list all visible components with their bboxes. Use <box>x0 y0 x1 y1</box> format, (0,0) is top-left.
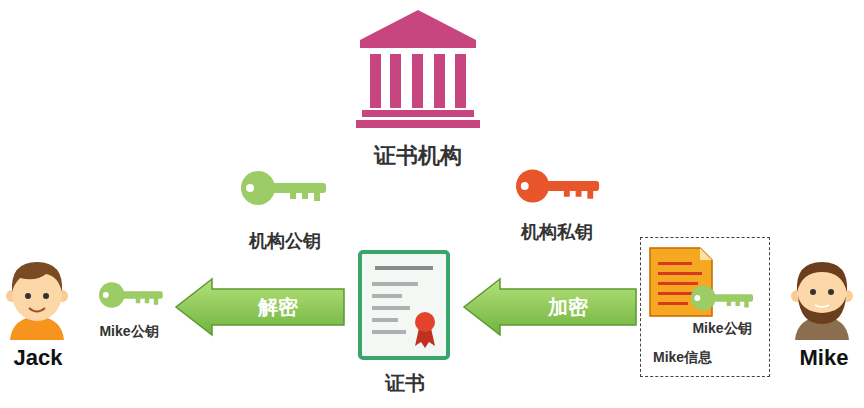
edge-label: 加密 <box>548 296 588 319</box>
document-icon-part <box>658 282 698 285</box>
certificate-icon-part <box>415 312 435 332</box>
person-icon-part <box>797 262 847 292</box>
key-icon <box>99 282 163 308</box>
key-label: Mike公钥 <box>679 280 765 336</box>
person-icon-part <box>815 305 829 307</box>
certificate-icon-part <box>372 282 418 286</box>
person-icon-part <box>810 289 816 295</box>
node-text: Mike公钥 <box>692 320 751 336</box>
bank-icon-part <box>370 54 381 108</box>
person-icon-part <box>29 308 45 312</box>
key-label: 机构公钥 <box>225 165 345 255</box>
person-icon-part <box>12 262 62 292</box>
dashed-group: Mike信息 Mike公钥 <box>640 237 770 377</box>
document-icon-part <box>700 248 712 260</box>
node-text: Jack <box>14 345 63 370</box>
person-icon-part <box>798 296 846 324</box>
certificate-icon-part <box>375 266 433 270</box>
certificate-icon <box>360 252 448 358</box>
block-arrow <box>464 279 636 335</box>
person-icon-part <box>25 293 31 299</box>
document-icon-part <box>658 262 692 265</box>
certificate-icon-part <box>372 330 406 334</box>
bank-icon-part <box>362 110 474 117</box>
key-icon <box>691 286 753 311</box>
key-icon <box>241 171 326 205</box>
certificate-icon-part <box>372 306 410 310</box>
bank-icon-part <box>434 54 445 108</box>
person-icon-part <box>828 289 834 295</box>
bank-icon-part <box>360 10 476 40</box>
key-label: 机构私钥 <box>497 160 617 246</box>
block-arrow <box>176 279 344 335</box>
person-icon <box>791 262 853 340</box>
bank-icon-part <box>412 54 423 108</box>
certificate-label: 证书 <box>350 245 460 397</box>
bank-icon-part <box>455 54 466 108</box>
person-icon <box>6 262 68 340</box>
key-label: Mike公钥 <box>88 276 170 340</box>
node-text: 机构公钥 <box>249 231 321 252</box>
authority-label: 证书机构 <box>340 8 496 172</box>
node-text: Mike公钥 <box>99 323 158 339</box>
bank-icon-part <box>360 40 476 48</box>
certificate-icon-part <box>372 318 398 322</box>
certificate-icon-part <box>360 252 448 358</box>
bank-icon <box>356 10 480 128</box>
document-icon-part <box>658 272 702 275</box>
person-icon-part <box>43 293 49 299</box>
node-text: 机构私钥 <box>521 222 593 243</box>
node-text: Mike <box>800 345 849 370</box>
node-text: 证书机构 <box>374 143 462 168</box>
node-text: 证书 <box>385 372 425 395</box>
bank-icon-part <box>356 120 480 128</box>
person-label: Mike <box>786 250 862 372</box>
certificate-icon-part <box>372 294 402 298</box>
key-icon <box>516 169 599 202</box>
node-text: Mike信息 <box>653 349 712 365</box>
bank-icon-part <box>390 54 401 108</box>
edge-label: 解密 <box>258 296 298 319</box>
document-icon-part <box>658 302 688 305</box>
person-label: Jack <box>0 250 76 372</box>
